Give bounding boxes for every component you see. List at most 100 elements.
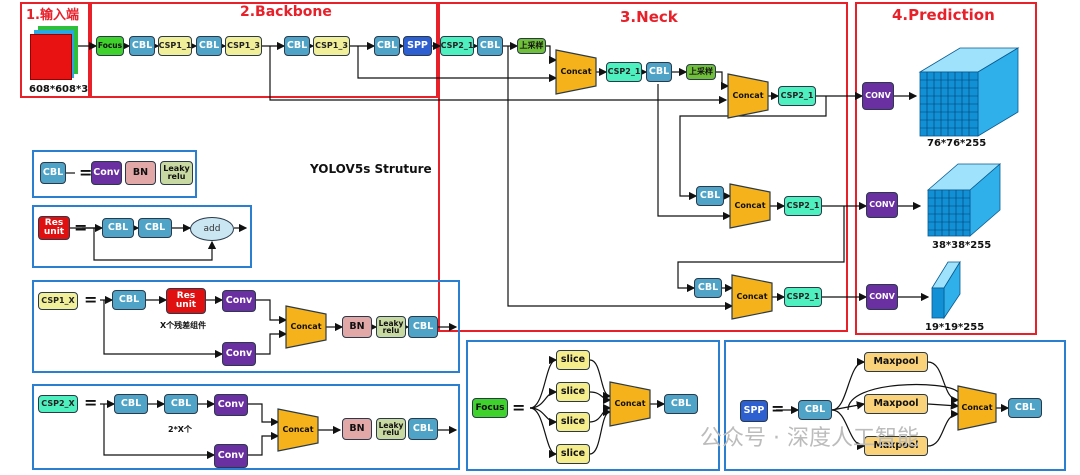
upsample-block-2: 上采样 — [686, 64, 716, 80]
neck-csp2-1-block-e: CSP2_1 — [784, 287, 822, 307]
concat-shape-3 — [729, 183, 771, 229]
neck-csp2-1-block-d: CSP2_1 — [784, 196, 822, 216]
csp1x-res-count: X个残差组件 — [160, 321, 207, 330]
concat-label-4: Concat — [736, 292, 768, 301]
legend-res-unit: Res unit — [38, 216, 70, 240]
spp-cbl-in: CBL — [798, 400, 832, 420]
cbl-block-2: CBL — [196, 36, 222, 56]
cbl-block-3: CBL — [284, 36, 310, 56]
resunit-cbl-2: CBL — [138, 218, 172, 238]
csp1x-concat-label: Concat — [290, 322, 322, 331]
csp1-1-block: CSP1_1 — [158, 36, 192, 56]
resunit-add: add — [190, 217, 234, 241]
input-image-icon-layer3 — [30, 34, 72, 80]
section-title-backbone: 2.Backbone — [240, 4, 332, 20]
prediction-conv-2: CONV — [866, 192, 898, 218]
diagram-title: YOLOV5s Struture — [310, 162, 432, 176]
spp-concat-label: Concat — [961, 403, 993, 412]
cbl-block-4: CBL — [374, 36, 400, 56]
legend-csp1-x: CSP1_X — [38, 292, 78, 310]
csp1x-conv-2: Conv — [222, 342, 256, 366]
csp2x-bn: BN — [342, 418, 372, 440]
output-cube-19 — [931, 260, 961, 320]
resunit-legend-frame — [32, 205, 252, 268]
spp-cbl-out: CBL — [1008, 398, 1042, 418]
legend-cbl: CBL — [40, 162, 66, 184]
focus-slice-2: slice — [556, 382, 590, 402]
upsample-block-1: 上采样 — [517, 38, 546, 54]
equals-sign-3: = — [84, 290, 98, 309]
spp-maxpool-1: Maxpool — [864, 352, 928, 372]
csp2x-legend-frame — [32, 384, 460, 470]
csp2x-cbl-count: 2*X个 — [168, 425, 192, 434]
legend-leaky: Leaky relu — [160, 161, 193, 185]
concat-label-1: Concat — [560, 67, 592, 76]
neck-frame — [438, 2, 848, 332]
csp1x-leaky: Leaky relu — [376, 316, 406, 338]
neck-cbl-block-c: CBL — [696, 186, 724, 206]
spp-maxpool-2: Maxpool — [864, 394, 928, 414]
concat-shape-spp — [957, 385, 997, 431]
focus-cbl-out: CBL — [664, 394, 698, 414]
csp2x-cbl-1: CBL — [114, 394, 148, 414]
section-title-input: 1.输入端 — [26, 8, 79, 23]
legend-csp2-x: CSP2_X — [38, 395, 78, 413]
neck-csp2-1-block-a: CSP2_1 — [440, 36, 474, 56]
focus-slice-3: slice — [556, 412, 590, 432]
csp2x-conv-2: Conv — [214, 444, 248, 468]
equals-sign-1: = — [79, 163, 93, 182]
focus-concat-label: Concat — [614, 399, 646, 408]
neck-cbl-block-a: CBL — [477, 36, 503, 56]
concat-shape-csp2 — [277, 408, 319, 452]
csp1-3-block-1: CSP1_3 — [225, 36, 262, 56]
input-size-label: 608*608*3 — [29, 84, 89, 95]
csp1x-cbl: CBL — [112, 290, 146, 310]
output-size-19: 19*19*255 — [925, 322, 985, 333]
concat-shape-4 — [731, 274, 773, 320]
csp2x-conv-1: Conv — [214, 394, 248, 416]
spp-maxpool-3: Maxpool — [864, 436, 928, 456]
equals-sign-6: = — [771, 399, 785, 418]
output-cube-76 — [918, 47, 1020, 137]
spp-legend-frame — [724, 340, 1066, 471]
focus-slice-1: slice — [556, 350, 590, 370]
concat-shape-1 — [555, 49, 597, 95]
csp1x-bn: BN — [342, 316, 372, 338]
csp2x-leaky: Leaky relu — [376, 418, 406, 440]
csp2x-concat-label: Concat — [282, 425, 314, 434]
section-title-prediction: 4.Prediction — [892, 6, 995, 24]
legend-conv: Conv — [91, 161, 122, 185]
resunit-cbl-1: CBL — [102, 218, 134, 238]
equals-sign-5: = — [512, 398, 526, 417]
legend-bn: BN — [125, 161, 156, 185]
focus-block: Focus — [96, 36, 124, 56]
spp-block: SPP — [403, 36, 432, 56]
focus-slice-4: slice — [556, 444, 590, 464]
csp1-3-block-2: CSP1_3 — [313, 36, 350, 56]
prediction-conv-3: CONV — [866, 284, 898, 310]
concat-shape-2 — [727, 73, 769, 119]
concat-shape-csp1 — [285, 305, 327, 349]
neck-csp2-1-block-b: CSP2_1 — [606, 62, 642, 82]
concat-label-2: Concat — [732, 91, 764, 100]
neck-csp2-1-block-c: CSP2_1 — [778, 86, 816, 106]
focus-legend-frame — [466, 340, 720, 471]
prediction-frame — [855, 2, 1037, 335]
equals-sign-4: = — [84, 393, 98, 412]
csp2x-cbl-2: CBL — [164, 394, 198, 414]
output-size-76: 76*76*255 — [927, 138, 987, 149]
concat-shape-focus — [609, 381, 651, 427]
equals-sign-2: = — [74, 218, 88, 237]
cbl-block-1: CBL — [129, 36, 155, 56]
legend-spp: SPP — [740, 400, 768, 422]
csp1x-res-unit: Res unit — [166, 288, 206, 314]
section-title-neck: 3.Neck — [620, 8, 678, 26]
csp1x-legend-frame — [32, 280, 460, 373]
cbl-legend-frame — [32, 150, 197, 198]
watermark-text: 公众号 · 深度人工智能 — [700, 426, 919, 451]
prediction-conv-1: CONV — [862, 82, 894, 110]
legend-focus: Focus — [472, 398, 508, 418]
csp2x-cbl-out: CBL — [408, 418, 438, 440]
csp1x-conv-1: Conv — [222, 290, 256, 312]
